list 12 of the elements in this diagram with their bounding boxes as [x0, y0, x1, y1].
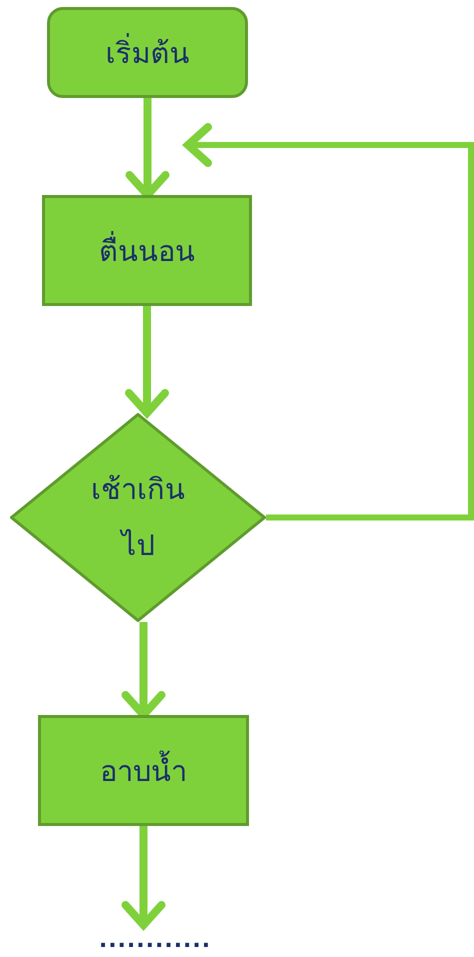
decision-diamond: [10, 413, 266, 622]
node-label: เช้าเกินไป: [90, 471, 186, 564]
arrow: [125, 306, 169, 417]
arrow: [122, 826, 166, 929]
ellipsis-text: ............: [98, 928, 212, 952]
start-box: [47, 7, 248, 98]
node-label: ตื่นนอน: [99, 228, 195, 274]
node-label: อาบน้ำ: [100, 748, 187, 794]
node-label: เริ่มต้น: [106, 30, 190, 76]
process-box: [42, 195, 252, 306]
arrow: [184, 123, 474, 520]
process-box: [38, 715, 249, 826]
